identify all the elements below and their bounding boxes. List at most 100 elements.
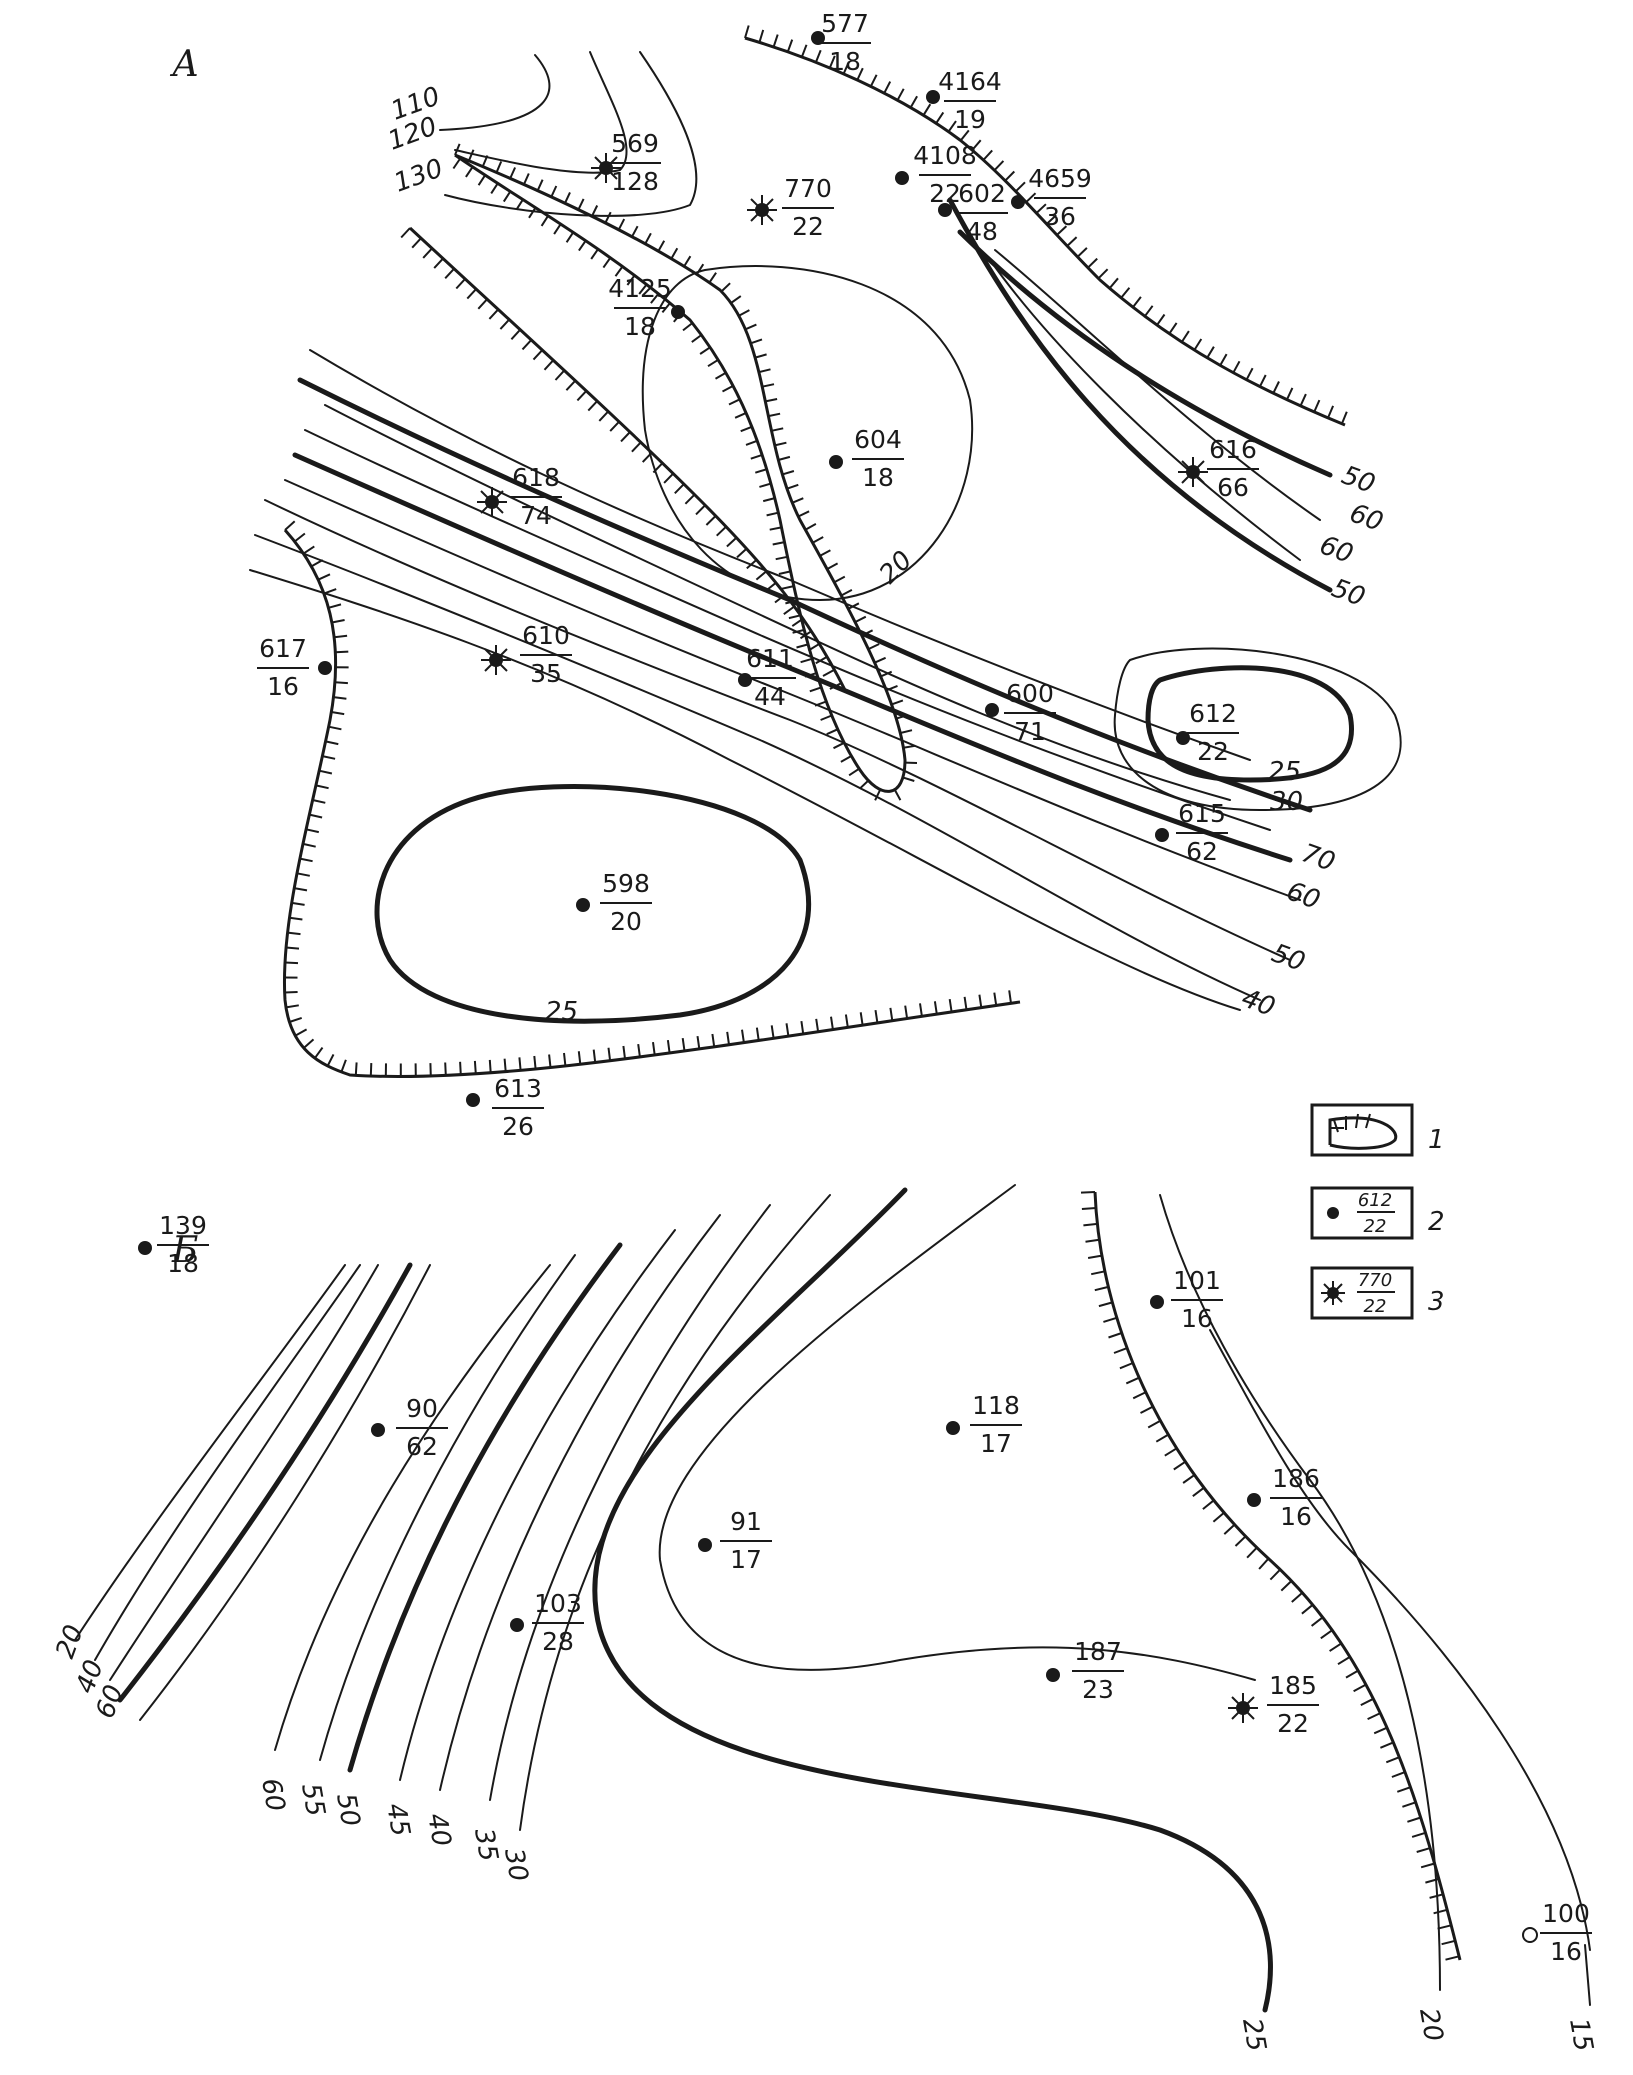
isopach-20-east bbox=[1159, 1194, 1441, 1991]
isopach-35-center bbox=[489, 1204, 771, 1801]
well-number: 4164 bbox=[938, 67, 1002, 96]
isopach-label-a-50: 50 bbox=[1328, 573, 1369, 613]
legend-2-bottom: 22 bbox=[1364, 1216, 1387, 1237]
well-number: 90 bbox=[406, 1394, 438, 1423]
isopach-band-line-9 bbox=[309, 349, 1251, 761]
isopach-west-5 bbox=[139, 1264, 431, 1721]
well-thickness: 17 bbox=[730, 1545, 762, 1574]
well-dot-icon bbox=[738, 673, 752, 687]
isopach-label-a-60: 60 bbox=[1283, 876, 1324, 916]
star-rays bbox=[1228, 1693, 1258, 1723]
panel-a-label: А bbox=[169, 44, 199, 85]
well-thickness: 22 bbox=[792, 212, 824, 241]
legend-3-label: 3 bbox=[1428, 1287, 1445, 1317]
well-thickness: 16 bbox=[1280, 1502, 1312, 1531]
well-thickness: 23 bbox=[1082, 1675, 1114, 1704]
well-thickness: 66 bbox=[1217, 473, 1249, 502]
well-number: 600 bbox=[1006, 679, 1054, 708]
well-thickness: 18 bbox=[167, 1249, 199, 1278]
well-thickness: 16 bbox=[1181, 1304, 1213, 1333]
isopach-label-a-120: 120 bbox=[384, 111, 441, 156]
star-rays bbox=[1178, 457, 1208, 487]
isopach-band-line-6 bbox=[254, 534, 1261, 1001]
isopach-15-east-tail bbox=[1584, 1944, 1591, 2006]
legend-3-top: 770 bbox=[1358, 1270, 1392, 1291]
isopach-label-a-20: 20 bbox=[874, 545, 919, 590]
well-number: 118 bbox=[972, 1391, 1020, 1420]
isopach-30-ring bbox=[1113, 647, 1402, 811]
well-thickness: 28 bbox=[542, 1627, 574, 1656]
well-number: 617 bbox=[259, 634, 307, 663]
well-dot-icon bbox=[811, 31, 825, 45]
well-thickness: 22 bbox=[1197, 737, 1229, 766]
well-number: 185 bbox=[1269, 1671, 1317, 1700]
well-number: 187 bbox=[1074, 1637, 1122, 1666]
isopach-25-oval bbox=[374, 784, 812, 1024]
isopach-60-west bbox=[117, 1262, 413, 1703]
well-thickness: 36 bbox=[1044, 202, 1076, 231]
isopach-20-west bbox=[74, 1264, 346, 1641]
well-number: 4125 bbox=[608, 274, 672, 303]
well-dot-icon bbox=[371, 1423, 385, 1437]
legend: 1 612 22 2 770 22 3 bbox=[1310, 1103, 1445, 1320]
isopach-20-ellipse bbox=[641, 265, 974, 601]
well-dot-icon bbox=[1150, 1295, 1164, 1309]
isopach-50-east-inner bbox=[947, 197, 1333, 593]
isopach-25-ring bbox=[1145, 665, 1354, 783]
well-number: 615 bbox=[1178, 799, 1226, 828]
well-dot-icon bbox=[1247, 1493, 1261, 1507]
isopach-label-a-70: 70 bbox=[1298, 838, 1339, 878]
well-thickness: 18 bbox=[829, 47, 861, 76]
isopach-label-b-45: 45 bbox=[380, 1801, 415, 1839]
isopach-label-a-60: 60 bbox=[1346, 498, 1387, 538]
well-thickness: 74 bbox=[520, 501, 552, 530]
well-dot-icon bbox=[1046, 1668, 1060, 1682]
boundary-north-a bbox=[744, 25, 1348, 427]
isopach-40-west bbox=[109, 1264, 379, 1681]
well-thickness: 44 bbox=[754, 682, 786, 711]
isopach-label-b-35: 35 bbox=[468, 1826, 503, 1864]
well-number: 602 bbox=[958, 179, 1006, 208]
legend-item-2: 612 22 2 bbox=[1310, 1186, 1445, 1240]
well-number: 186 bbox=[1272, 1464, 1320, 1493]
well-number: 618 bbox=[512, 463, 560, 492]
well-dot-icon bbox=[698, 1538, 712, 1552]
star-rays bbox=[747, 195, 777, 225]
isopach-band-line-2 bbox=[304, 429, 1271, 831]
well-thickness: 35 bbox=[530, 659, 562, 688]
well-dot-icon bbox=[1176, 731, 1190, 745]
well-thickness: 128 bbox=[611, 167, 659, 196]
well-number: 770 bbox=[784, 174, 832, 203]
well-dot-icon bbox=[985, 703, 999, 717]
star-rays bbox=[481, 645, 511, 675]
isopach-120 bbox=[454, 51, 628, 174]
well-dot-icon bbox=[318, 661, 332, 675]
isopach-130 bbox=[444, 51, 698, 217]
well-number: 100 bbox=[1542, 1899, 1590, 1928]
isopach-label-b-60: 60 bbox=[255, 1776, 290, 1814]
legend-1-label: 1 bbox=[1428, 1125, 1445, 1155]
isopach-label-a-30: 30 bbox=[1270, 787, 1303, 817]
isopach-label-b-15: 15 bbox=[1563, 2016, 1598, 2054]
well-thickness: 20 bbox=[610, 907, 642, 936]
isopach-label-b-25: 25 bbox=[1236, 2016, 1271, 2054]
well-dot-icon bbox=[1155, 828, 1169, 842]
isopach-45-center bbox=[399, 1229, 676, 1781]
well-thickness: 26 bbox=[502, 1112, 534, 1141]
